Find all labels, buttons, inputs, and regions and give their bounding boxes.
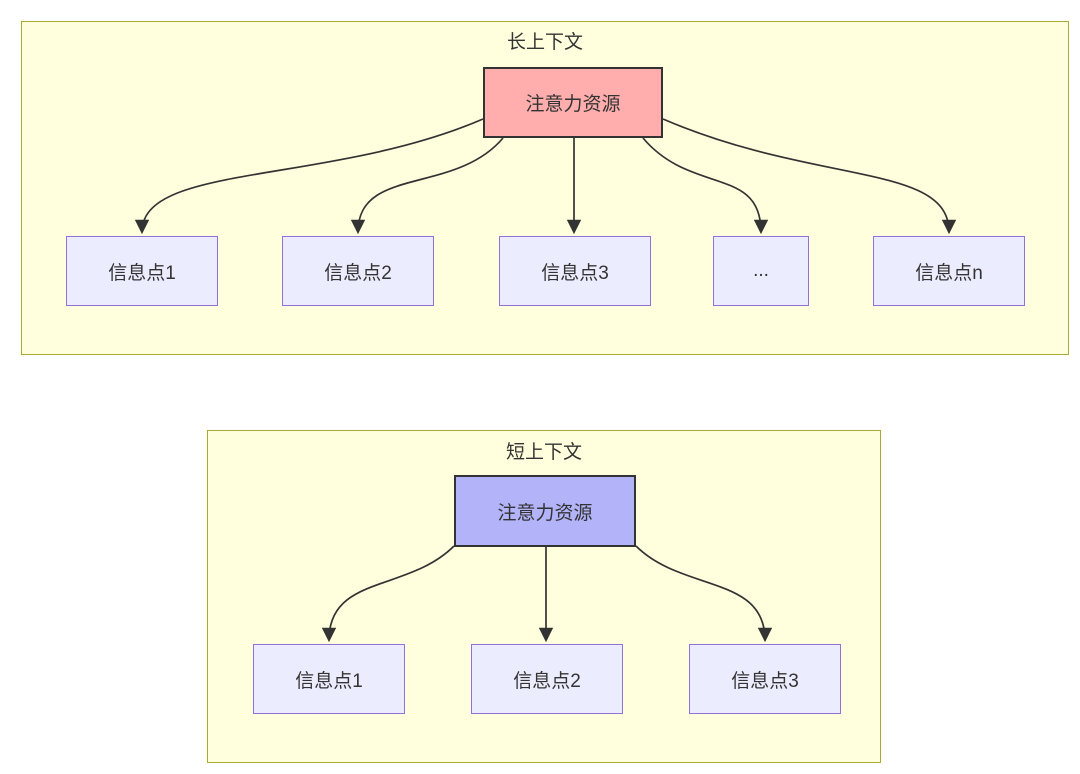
- short-info-node-3: 信息点3: [689, 644, 841, 714]
- short-info-node-2: 信息点2: [471, 644, 623, 714]
- short-info-node-1-label: 信息点1: [295, 670, 363, 692]
- long-info-node-2-label: 信息点2: [324, 262, 392, 284]
- long-info-node-ellipsis: ...: [713, 236, 809, 306]
- short-info-node-2-label: 信息点2: [513, 670, 581, 692]
- long-info-node-n: 信息点n: [873, 236, 1025, 306]
- long-attention-resource-label: 注意力资源: [525, 94, 621, 115]
- long-attention-resource-box: 注意力资源: [483, 67, 663, 138]
- short-attention-resource-label: 注意力资源: [497, 502, 593, 524]
- short-context-title: 短上下文: [505, 442, 582, 463]
- short-attention-resource-box: 注意力资源: [454, 475, 636, 547]
- long-info-node-3: 信息点3: [499, 236, 651, 306]
- long-info-node-3-label: 信息点3: [541, 262, 609, 284]
- long-info-node-1: 信息点1: [66, 236, 218, 306]
- short-info-node-1: 信息点1: [253, 644, 405, 714]
- long-info-node-n-label: 信息点n: [915, 262, 983, 284]
- long-context-title: 长上下文: [506, 32, 583, 53]
- short-info-node-3-label: 信息点3: [731, 670, 799, 692]
- long-info-node-ellipsis-label: ...: [753, 260, 769, 281]
- long-info-node-1-label: 信息点1: [108, 262, 176, 284]
- long-info-node-2: 信息点2: [282, 236, 434, 306]
